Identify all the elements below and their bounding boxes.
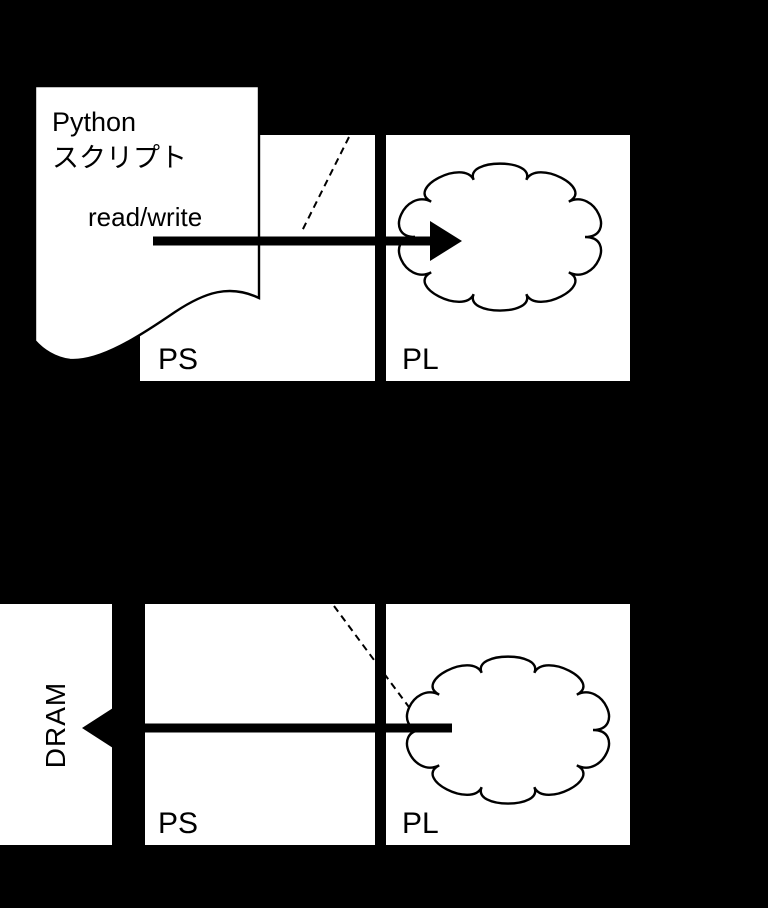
pl-region-label-top: PL <box>402 343 439 376</box>
read-write-arrow-right <box>153 221 462 261</box>
dashed-link-line-bottom <box>333 605 421 723</box>
pl-region-label-bottom: PL <box>402 807 439 840</box>
dram-label: DRAM <box>39 681 71 768</box>
ps-region-label-top: PS <box>158 343 199 376</box>
read-write-label: read/write <box>88 202 203 232</box>
python-script-document-shape <box>33 84 261 362</box>
dashed-link-line-top <box>301 136 350 232</box>
dram-transfer-arrow-left <box>82 708 452 748</box>
dram-label-wrap: DRAM <box>0 604 112 845</box>
python-script-title: Python スクリプト <box>52 107 187 173</box>
ps-region-label-bottom: PS <box>158 807 199 840</box>
